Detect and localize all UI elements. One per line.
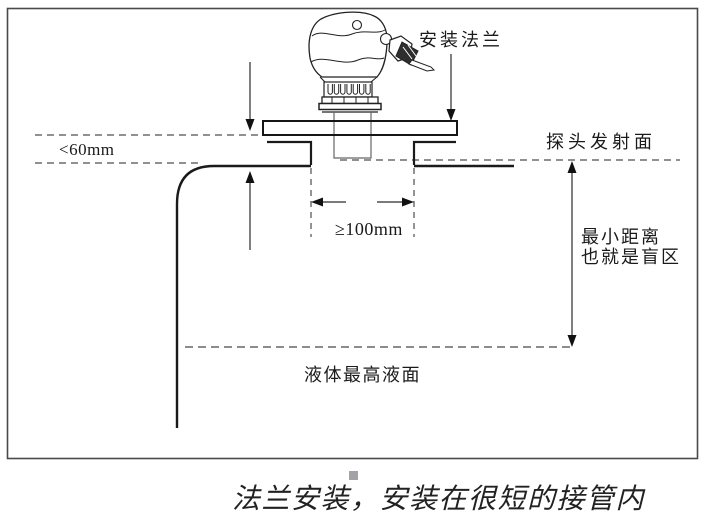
blind-zone-label: 最小距离 也就是盲区 [581, 227, 681, 267]
tank-outline [175, 164, 311, 428]
nozzle-width-arrowhead-right [402, 197, 414, 207]
nozzle-right-shape [412, 140, 456, 165]
sensor-head-contour-line-1 [311, 29, 386, 37]
sensor-collar-shape [318, 102, 382, 111]
blind-zone-label-line2: 也就是盲区 [581, 247, 681, 267]
sensor-bellows-shape [323, 81, 373, 98]
gap-up-arrowhead [245, 171, 255, 183]
cable-gland-pin-shape [408, 59, 436, 72]
figure-caption: 法兰安装，安装在很短的接管内 [232, 484, 646, 515]
probe-face-label: 探头发射面 [546, 132, 656, 152]
sensor-bellows-ribs [327, 84, 371, 95]
nozzle-width-arrowhead-left [311, 197, 323, 207]
flange-plate-shape [262, 120, 458, 136]
nozzle-left-shape [267, 140, 313, 165]
head-taper-left [319, 76, 326, 83]
head-taper-right [370, 76, 378, 83]
nozzle-width-dimension-label: ≥100mm [335, 219, 403, 239]
mounting-flange-label: 安装法兰 [419, 30, 503, 50]
sensor-head-contour-line-2 [310, 57, 385, 63]
cable-gland-rib-1 [402, 46, 413, 60]
max-liquid-level-label: 液体最高液面 [304, 365, 421, 385]
flange-gap-dimension-label: <60mm [59, 140, 115, 159]
cable-gland-rib-2 [407, 44, 417, 57]
sensor-head-screw-icon [351, 19, 363, 31]
blind-zone-label-line1: 最小距离 [581, 227, 661, 247]
blind-zone-arrowhead-top [567, 161, 577, 173]
sensor-hex-nut-facets [331, 97, 369, 104]
gap-down-arrowhead [245, 119, 255, 131]
flange-leader-arrowhead [446, 109, 456, 121]
sensor-head-shape [308, 11, 388, 78]
caption-marker-square [349, 471, 358, 480]
sensor-hex-nut-shape [321, 96, 379, 105]
blind-zone-arrowhead-bottom [567, 335, 577, 347]
border-frame [6, 7, 699, 460]
